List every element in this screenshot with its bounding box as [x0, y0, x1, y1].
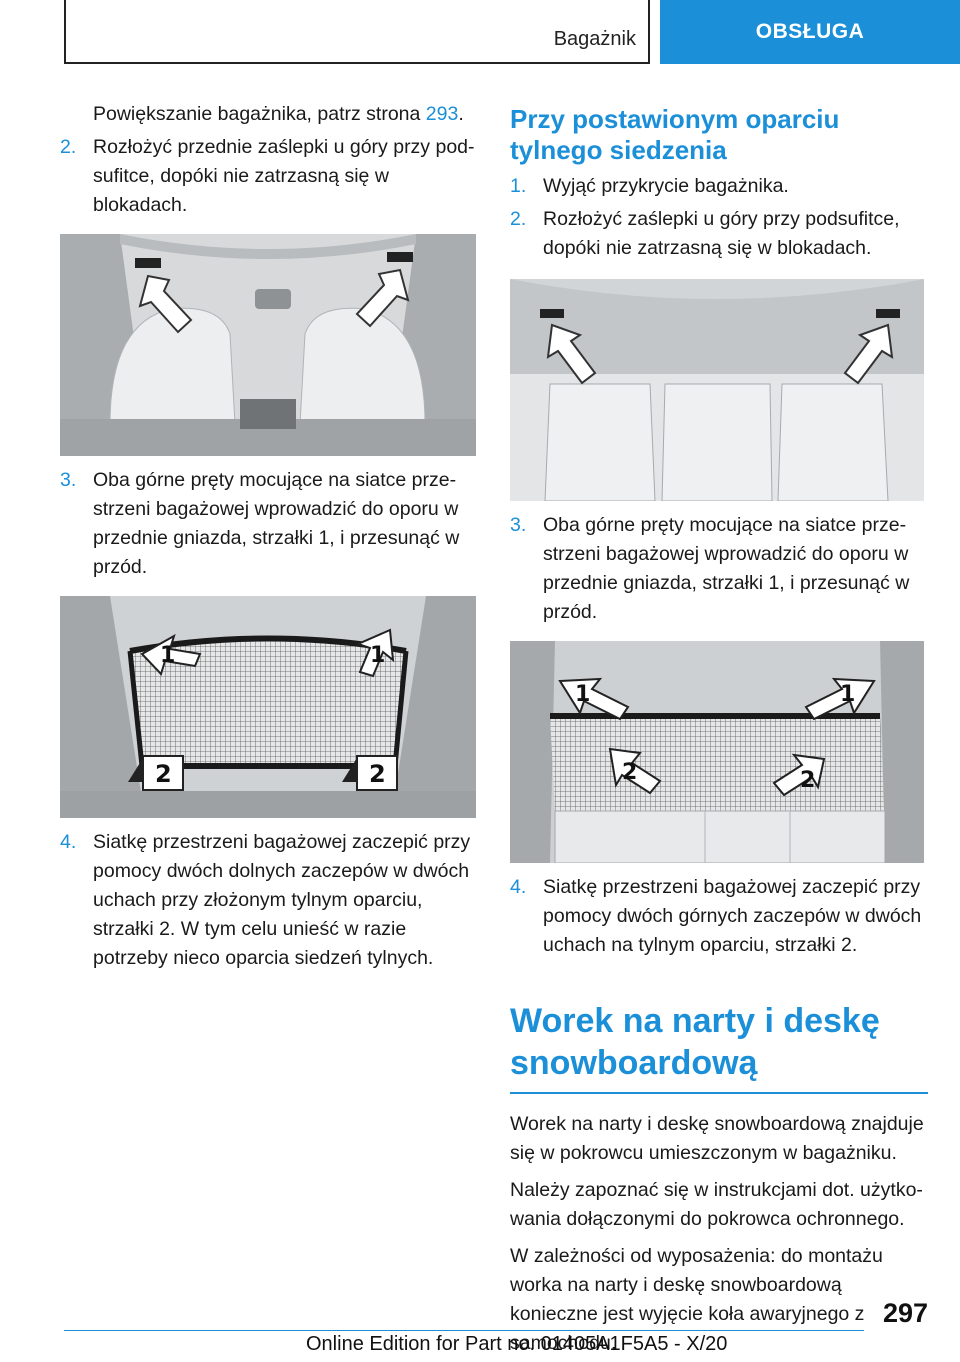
page-link[interactable]: 293: [425, 103, 459, 125]
step-item: 2. Rozłożyć przednie zaślepki u góry prz…: [60, 133, 478, 220]
step-text: Rozłożyć zaślepki u góry przy podsufitce…: [543, 208, 900, 259]
step-text: Oba górne pręty mocujące na siatce prze­…: [93, 469, 460, 578]
photo-headliner-covers: [60, 234, 476, 456]
paragraph: W zależności od wyposażenia: do montażu …: [510, 1245, 883, 1354]
step-number: 4.: [510, 876, 527, 898]
step-item: 3. Oba górne pręty mocujące na siatce pr…: [510, 511, 928, 627]
step-number: 4.: [60, 831, 77, 853]
step-item: 2. Rozłożyć zaślepki u góry przy podsufi…: [510, 205, 928, 263]
step-text: Rozłożyć przednie zaślepki u góry przy p…: [93, 136, 475, 216]
step-text: Siatkę przestrzeni bagażowej zaczepić pr…: [543, 876, 922, 956]
arrow-label: 1: [160, 643, 175, 668]
header-box: Bagażnik: [64, 0, 650, 64]
step-number: 2.: [60, 136, 77, 158]
arrow-label: 1: [840, 682, 855, 707]
step-item: 4. Siatkę przestrzeni bagażowej zaczepić…: [60, 828, 478, 973]
intro-text: Powiększanie bagażnika, patrz strona 293…: [93, 103, 464, 125]
arrow-label: 2: [155, 760, 172, 788]
photo-net-upright-mount: 1 1 2 2: [510, 641, 924, 863]
arrow-label: 2: [800, 768, 815, 793]
photo-headliner-covers-upright: [510, 279, 924, 501]
left-column: Powiększanie bagażnika, patrz strona 293…: [60, 100, 478, 973]
paragraph: Worek na narty i deskę snowboardową znaj…: [510, 1113, 924, 1164]
step-number: 1.: [510, 175, 527, 197]
photo-net-front-mount: 1 1 2 2: [60, 596, 476, 818]
step-number: 3.: [510, 514, 527, 536]
step-item: 4. Siatkę przestrzeni bagażowej zaczepić…: [510, 873, 928, 960]
paragraph: Należy zapoznać się w instrukcjami dot. …: [510, 1179, 923, 1230]
arrow-label: 2: [369, 760, 386, 788]
footer-edition: Online Edition for Part no. 01405A1F5A5 …: [306, 1333, 728, 1355]
subsection-heading: Przy postawionym oparciu tylnego siedzen…: [510, 104, 840, 165]
section-heading: Worek na narty i deskę snowboardową: [510, 1000, 928, 1094]
arrow-label: 1: [575, 682, 590, 707]
arrow-label: 1: [370, 643, 385, 668]
footer-divider: [64, 1330, 864, 1331]
step-number: 2.: [510, 208, 527, 230]
step-text: Oba górne pręty mocujące na siatce prze­…: [543, 514, 910, 623]
step-text: Wyjąć przykrycie bagażnika.: [543, 175, 789, 197]
step-number: 3.: [60, 469, 77, 491]
section-title: Bagażnik: [553, 28, 636, 50]
right-column: Przy postawionym oparciu tylnego siedzen…: [510, 100, 928, 1358]
page-number: 297: [882, 1298, 928, 1328]
step-item: 3. Oba górne pręty mocujące na siatce pr…: [60, 466, 478, 582]
step-item: 1. Wyjąć przykrycie bagażnika.: [510, 172, 928, 201]
step-text: Siatkę przestrzeni bagażowej zaczepić pr…: [93, 831, 471, 969]
chapter-tab[interactable]: OBSŁUGA: [660, 0, 960, 64]
arrow-label: 2: [622, 760, 637, 785]
